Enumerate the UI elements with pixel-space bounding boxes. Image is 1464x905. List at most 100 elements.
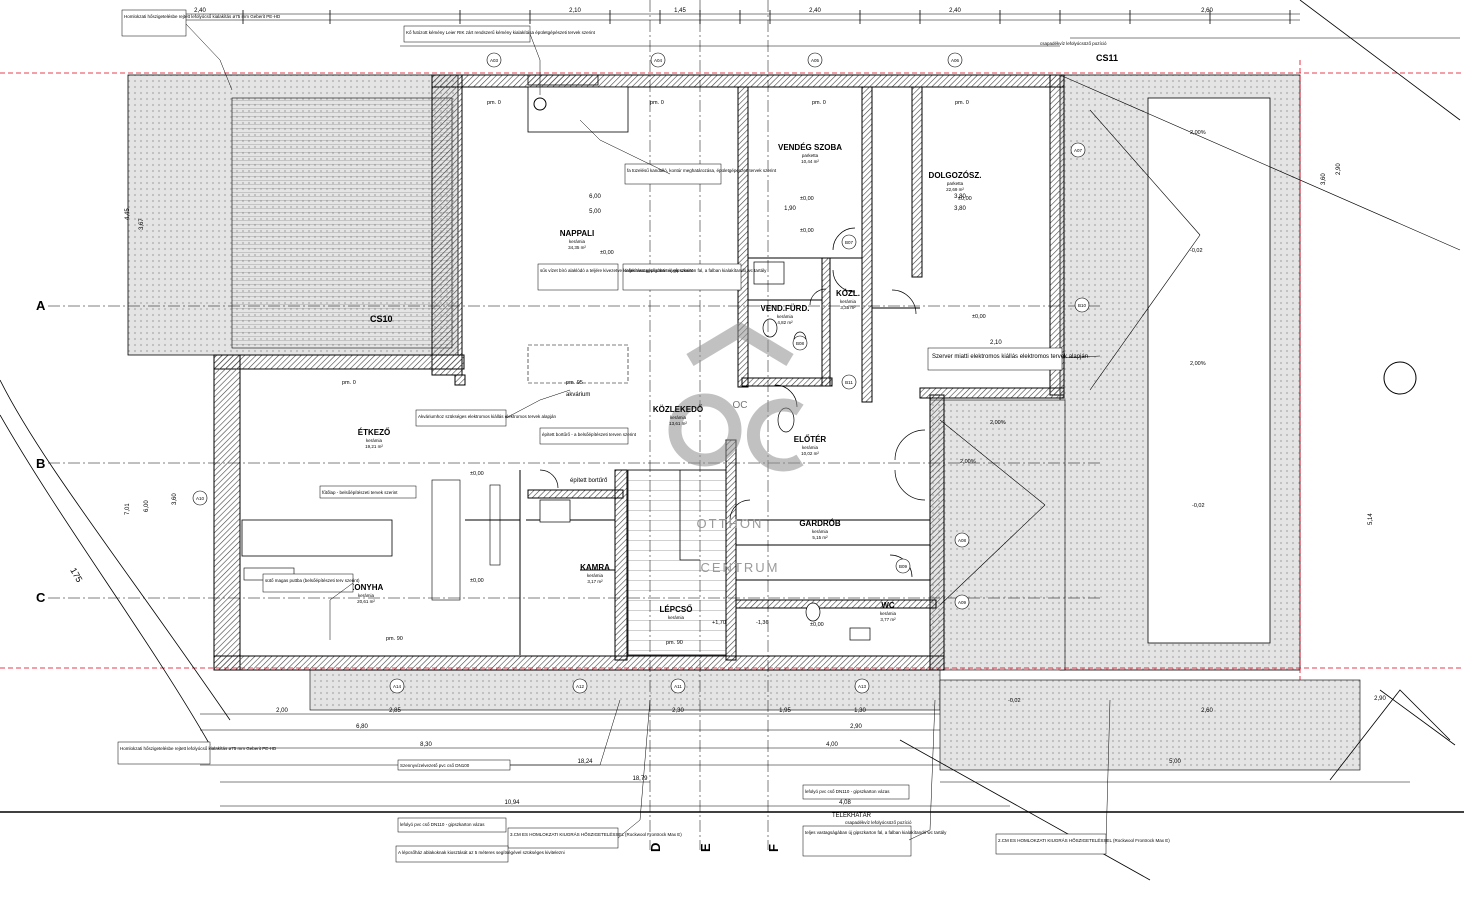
note-text: csapadékvíz lefolyócsöző pozíció <box>845 820 912 825</box>
axis-label-f: F <box>766 844 781 852</box>
circle-mark: A11 <box>674 684 682 689</box>
note-text: teljes vastagságában új gipszkarton fal,… <box>625 268 767 273</box>
dim-top: 5,00 <box>589 209 601 215</box>
room-finish-vendeg: parketta <box>802 153 819 158</box>
elev-mark: pm. 90 <box>666 640 683 646</box>
circle-mark: A13 <box>858 684 867 689</box>
aquarium-outline <box>527 344 629 384</box>
grid-axes <box>48 0 1100 850</box>
note-text: sütő magas puttba (belsőépítészeti terv … <box>265 578 360 583</box>
dim-top: 2,60 <box>1201 8 1213 14</box>
dim-bottom: 2,00 <box>276 708 288 714</box>
dim-top: 3,80 <box>954 194 966 200</box>
room-finish-kozl: kerámia <box>840 299 857 304</box>
note-text: lefolyó pvc cső DN110 - gipszkarton váza… <box>805 789 890 794</box>
watermark-logo: OC <box>668 321 804 472</box>
dim-bottom: 4,08 <box>839 800 851 806</box>
room-name-kamra: KAMRA <box>580 563 610 572</box>
dim-side: 4,45 <box>125 208 131 220</box>
note-text: A lépcsőház ablakoknak kiosztását az 5 m… <box>398 850 565 855</box>
circle-mark: A12 <box>576 684 585 689</box>
door-swings <box>539 227 926 578</box>
section-tag-cs11: CS11 <box>1096 53 1118 63</box>
dim-top: 6,00 <box>589 194 601 200</box>
room-finish-etkezo: kerámia <box>366 438 383 443</box>
dim-bottom: 1,95 <box>779 708 791 714</box>
circle-markers <box>192 52 1090 694</box>
dim-bottom: 4,00 <box>826 742 838 748</box>
room-area-etkezo: 19,21 m² <box>365 444 383 449</box>
circle-mark: A10 <box>196 496 205 501</box>
room-name-wc: WC <box>881 601 895 610</box>
room-name-etkezo: ÉTKEZŐ <box>358 428 390 437</box>
elev-mark: ±0,00 <box>470 471 484 477</box>
staircase <box>627 469 727 656</box>
top-dimension-labels: 2,40 2,10 1,45 2,40 2,40 2,60 6,00 5,00 … <box>194 8 1213 215</box>
dim-top: 2,40 <box>949 8 961 14</box>
axis-label-d: D <box>648 843 663 852</box>
elev-mark: ±0,00 <box>958 196 972 202</box>
elev-mark: ±0,00 <box>600 250 614 256</box>
note-text: Kő futózott kémény Leier RIK zárt rendsz… <box>406 30 596 35</box>
room-name-lepcso: LÉPCSŐ <box>660 605 693 614</box>
dim-side: 2,10 <box>990 340 1002 346</box>
note-text: Szennyvízelvezető pvc cső DN100 <box>400 763 470 768</box>
room-finish-wc: kerámia <box>880 611 897 616</box>
dim-side: 3,67 <box>139 218 145 230</box>
elev-mark: -1,36 <box>756 620 769 626</box>
note-text: lefolyó pvc cső DN110 - gipszkarton váza… <box>400 822 485 827</box>
circle-mark: A06 <box>951 58 960 63</box>
room-finish-vendfurd: kerámia <box>777 314 794 319</box>
dim-top: 2,40 <box>809 8 821 14</box>
dim-bottom: 2,90 <box>1374 696 1386 702</box>
stair-arrow <box>679 470 700 561</box>
circle-mark: A03 <box>490 58 499 63</box>
elevation-marks: ±0,00 ±0,00 ±0,00 ±0,00 ±0,00 ±0,00 ±0,0… <box>342 100 1205 704</box>
circle-mark: B08 <box>796 341 805 346</box>
bottom-dimension-labels: 2,00 2,85 2,30 1,95 1,30 2,60 6,80 8,30 … <box>276 696 1386 806</box>
watermark-logo-text: OC <box>733 400 748 411</box>
circle-mark: A04 <box>654 58 663 63</box>
wine-cellar-label: épített bortűrő <box>570 478 608 484</box>
fireplace <box>527 86 629 133</box>
note-text: csapadékvíz lefolyócsöző pozíció <box>1040 41 1107 46</box>
dim-side: 3,60 <box>1321 173 1327 185</box>
dim-bottom: 2,85 <box>389 708 401 714</box>
axis-label-c: C <box>36 590 46 605</box>
room-area-nappali: 34,35 m² <box>568 245 586 250</box>
room-area-wc: 3,77 m² <box>880 617 896 622</box>
note-boxes <box>117 9 1107 863</box>
contour-elevation-label: 175 <box>68 566 84 584</box>
circle-mark: B11 <box>845 380 853 385</box>
contour-lines <box>0 0 1461 881</box>
note-text: 3.CM ES HOMLOKZATI KIUGRÁS HŐSZIGETELÉSS… <box>510 831 682 837</box>
axis-label-e: E <box>698 843 713 852</box>
circle-mark: A05 <box>811 58 820 63</box>
elev-mark: -0,02 <box>1190 248 1203 254</box>
room-name-vendfurd: VEND.FÜRD. <box>761 304 810 313</box>
dim-bottom: 2,30 <box>672 708 684 714</box>
dim-bottom: 18,24 <box>577 759 593 765</box>
circle-mark: A08 <box>958 538 967 543</box>
dim-side: 2,90 <box>1336 163 1342 175</box>
room-finish-dolgozo: parketta <box>947 181 964 186</box>
room-finish-konyha: kerámia <box>358 593 375 598</box>
aquarium-label: akvárium <box>566 392 590 398</box>
room-name-dolgozo: DOLGOZÓSZ. <box>929 171 982 180</box>
elev-mark: pm. 0 <box>342 380 356 386</box>
note-text: Homlokzati hőszigetelésbe rejtett lefoly… <box>120 746 277 751</box>
side-dimension-labels: 3,67 4,45 3,60 7,01 6,00 2,90 3,60 5,14 … <box>125 163 1374 525</box>
slope-label: 2,00% <box>1190 361 1206 367</box>
axis-label-b: B <box>36 456 45 471</box>
room-area-eloter: 10,02 m² <box>801 451 819 456</box>
note-text: 2.CM ES HOMLOKZATI KIUGRÁS HŐSZIGETELÉSS… <box>998 837 1170 843</box>
room-finish-lepcso: kerámia <box>668 615 685 620</box>
room-area-vendfurd: 4,82 m² <box>777 320 793 325</box>
circle-mark: B09 <box>899 564 908 569</box>
chimney-flue-icon <box>533 97 547 111</box>
terrace-deck <box>231 97 453 349</box>
elev-mark: +1,70 <box>712 620 726 626</box>
room-area-kozl: 3,35 m² <box>840 305 856 310</box>
elev-mark: pm. 90 <box>386 636 403 642</box>
dim-side: 6,00 <box>144 500 150 512</box>
